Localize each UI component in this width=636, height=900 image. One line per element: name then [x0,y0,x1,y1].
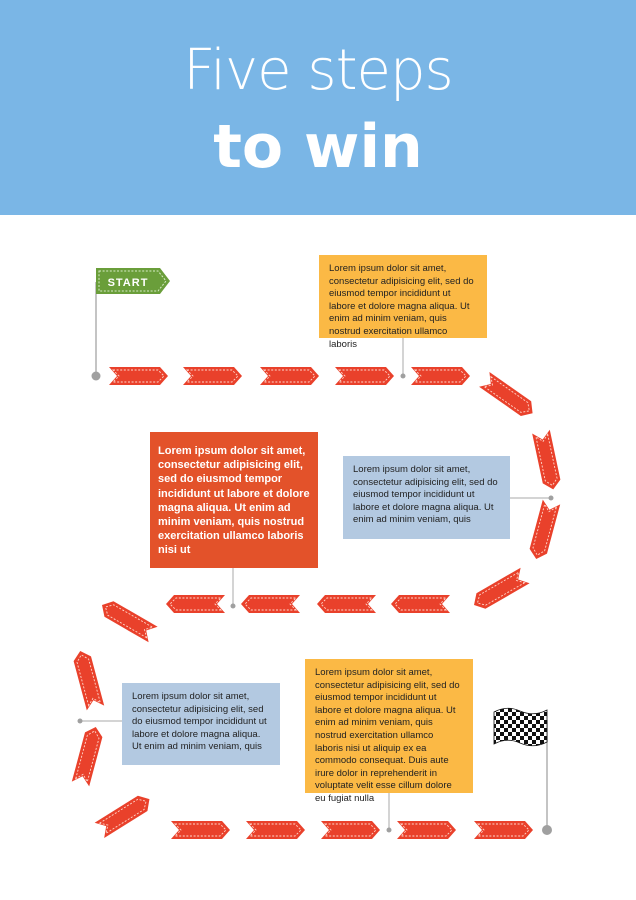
path-pin [386,827,392,833]
start-flag-label: START [108,277,149,289]
path-arrow-segment [397,821,456,839]
path-arrow-segment [183,367,242,385]
path-arrow-segment [109,367,168,385]
path-arrow-segment [335,367,394,385]
title-line-1: Five steps [183,38,453,103]
path-arrow-segment [260,367,319,385]
path-arrow-segment [321,821,380,839]
step-4-box: Lorem ipsum dolor sit amet, consectetur … [122,683,280,765]
path-pin [77,718,83,724]
path-pin [400,373,406,379]
path-arrow-segment [411,367,470,385]
path-pin [548,495,554,501]
path-arrow-segment [317,595,376,613]
header-banner: Five steps to win [0,0,636,215]
start-flag: START [95,268,170,376]
path-arrow-segment [474,567,530,609]
finish-flag [493,707,548,830]
title-line-2: to win [213,112,423,182]
path-arrow-segment [529,499,561,559]
path-arrow-segment [102,601,158,643]
step-1-box: Lorem ipsum dolor sit amet, consectetur … [319,255,487,350]
start-flag-icon [96,268,170,294]
connector-lines [80,338,551,830]
path-arrow-segment [94,795,150,839]
path-arrow-segment [71,727,103,787]
path-arrow-segment [166,595,225,613]
path-arrow-segment [73,651,105,711]
step-5-box: Lorem ipsum dolor sit amet, consectetur … [305,659,473,804]
path-arrow-segment [246,821,305,839]
path-pin [91,371,101,381]
path-arrow-segment [479,371,533,416]
path-pin [542,825,552,835]
step-2-box: Lorem ipsum dolor sit amet, consectetur … [343,456,510,539]
path-pins [77,371,554,835]
path-pin [230,603,236,609]
checkered-finish-flag-icon [493,707,548,747]
path-arrow-segment [391,595,450,613]
path-arrow-segment [241,595,300,613]
path-arrow-segment [474,821,533,839]
arrow-path [71,367,561,839]
step-3-box: Lorem ipsum dolor sit amet, consectetur … [150,432,318,568]
path-arrow-segment [171,821,230,839]
path-arrow-segment [532,429,561,490]
